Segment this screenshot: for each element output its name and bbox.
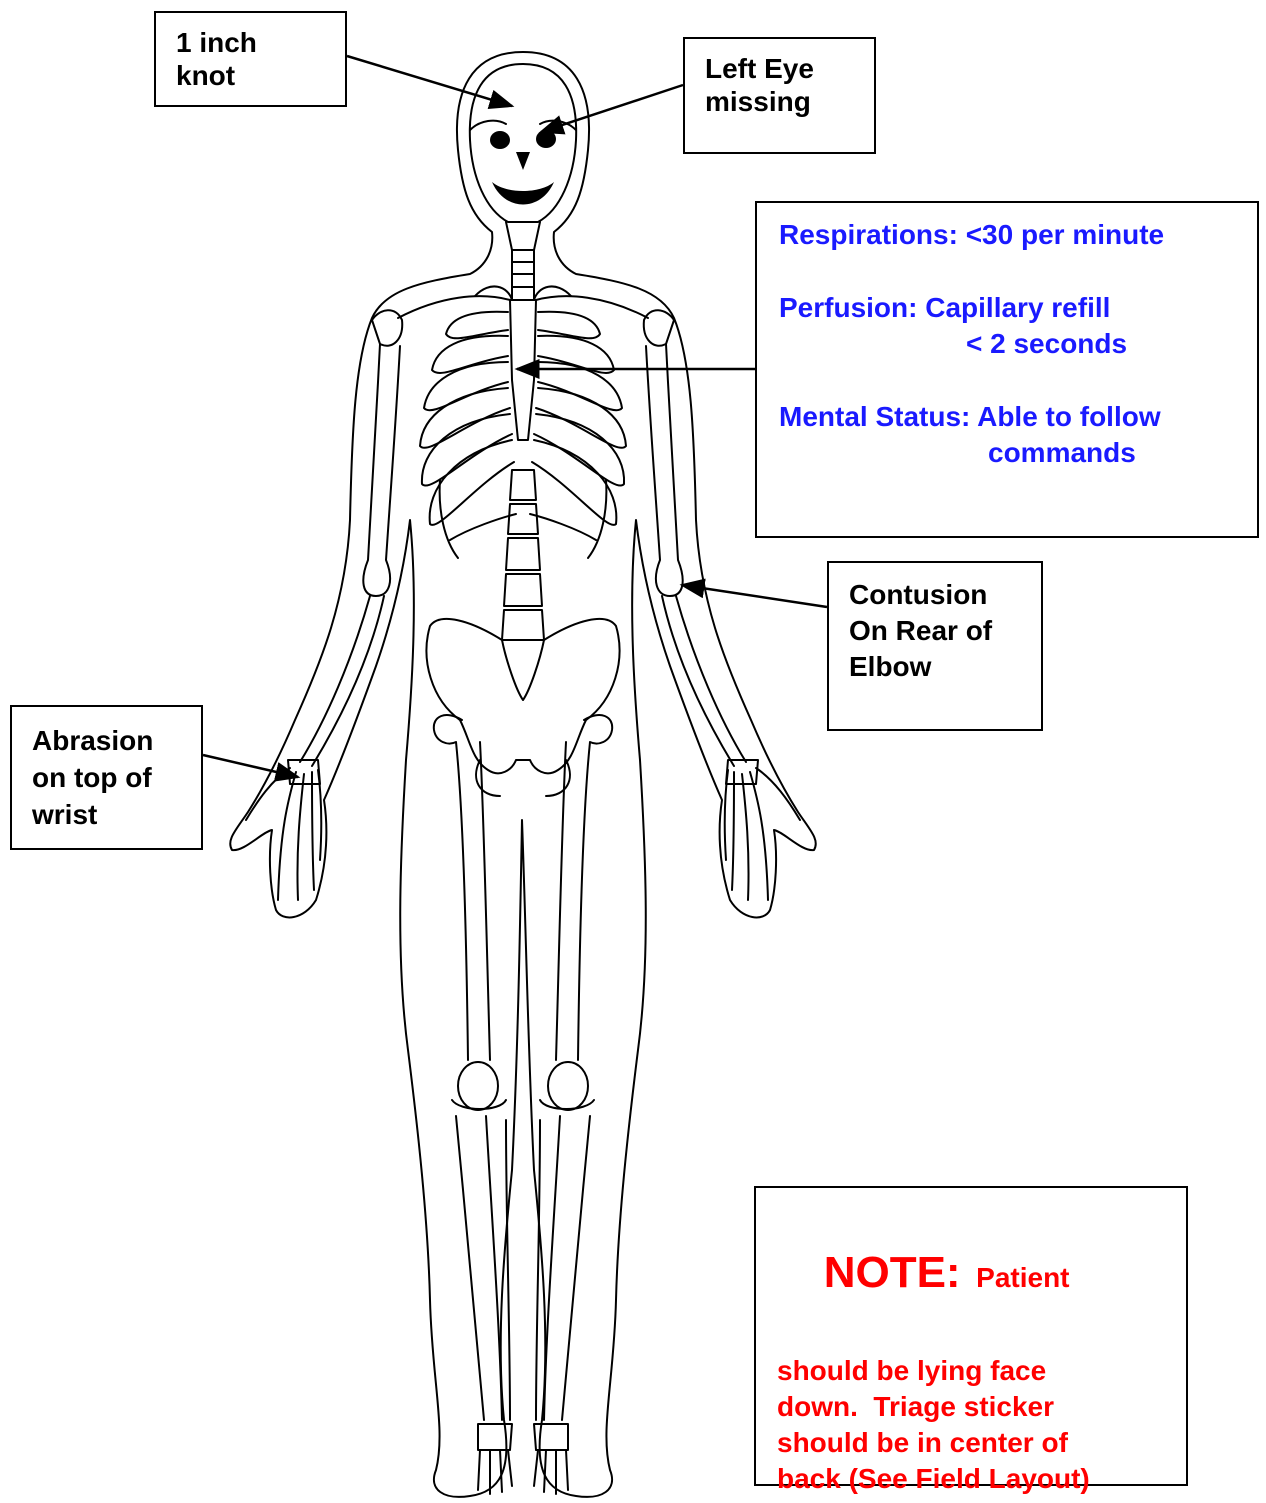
eye-injury-line-2: missing xyxy=(705,85,874,118)
elbow-injury-label: Contusion On Rear of Elbow xyxy=(827,561,1043,731)
arrow-eye xyxy=(541,85,683,132)
wrist-injury-line-1: Abrasion xyxy=(32,722,201,759)
note-line-5: back (See Field Layout) xyxy=(777,1461,1186,1497)
wrist-injury-label: Abrasion on top of wrist xyxy=(10,705,203,850)
right-humerus xyxy=(646,344,683,596)
right-kneecap xyxy=(548,1062,588,1110)
eye-injury-label: Left Eye missing xyxy=(683,37,876,154)
arrow-elbow xyxy=(682,585,827,607)
note-line-1: Patient xyxy=(976,1262,1069,1293)
note-line-3: down. Triage sticker xyxy=(777,1389,1186,1425)
arrow-wrist xyxy=(203,755,298,777)
vitals-box: Respirations: <30 per minute Perfusion: … xyxy=(755,201,1259,538)
perfusion-text-2: < 2 seconds xyxy=(779,326,1257,362)
head-injury-line-2: knot xyxy=(176,59,345,92)
eye-injury-line-1: Left Eye xyxy=(705,52,874,85)
note-box: NOTE: Patient should be lying face down.… xyxy=(754,1186,1188,1486)
note-line-2: should be lying face xyxy=(777,1353,1186,1389)
ribs-right xyxy=(530,312,626,558)
head-injury-label: 1 inch knot xyxy=(154,11,347,107)
head-injury-line-1: 1 inch xyxy=(176,26,345,59)
ribs-left xyxy=(420,312,516,558)
elbow-injury-line-2: On Rear of xyxy=(849,613,1041,649)
mental-status-text-2: commands xyxy=(779,435,1257,471)
pelvis xyxy=(427,619,620,773)
note-line-4: should be in center of xyxy=(777,1425,1186,1461)
left-femur xyxy=(434,715,490,1060)
left-humerus xyxy=(363,344,400,596)
elbow-injury-line-3: Elbow xyxy=(849,649,1041,685)
right-hand xyxy=(725,768,800,900)
spine xyxy=(502,470,544,640)
wrist-injury-line-2: on top of xyxy=(32,759,201,796)
elbow-injury-line-1: Contusion xyxy=(849,577,1041,613)
arrow-knot xyxy=(347,56,512,106)
face xyxy=(490,130,556,205)
right-femur xyxy=(556,715,612,1060)
left-hand xyxy=(246,768,321,900)
perfusion-text: Perfusion: Capillary refill xyxy=(779,290,1257,326)
note-heading: NOTE: xyxy=(824,1248,961,1297)
respirations-text: Respirations: <30 per minute xyxy=(779,217,1257,253)
mental-status-text: Mental Status: Able to follow xyxy=(779,399,1257,435)
wrist-injury-line-3: wrist xyxy=(32,796,201,833)
left-kneecap xyxy=(458,1062,498,1110)
